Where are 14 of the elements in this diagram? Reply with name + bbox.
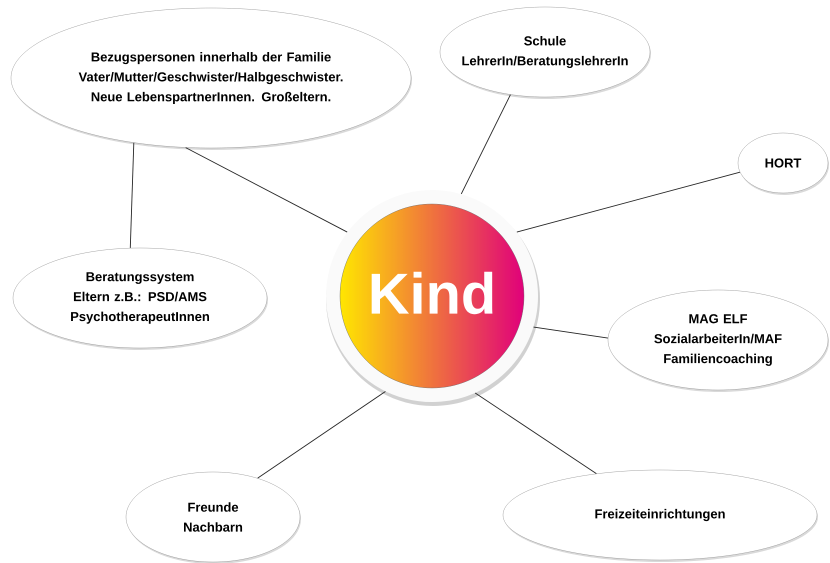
connector-line xyxy=(130,142,134,248)
ellipse-node: MAG ELF SozialarbeiterIn/MAF Familiencoaching xyxy=(608,290,829,392)
connector-line xyxy=(460,94,511,194)
connector-line xyxy=(516,172,740,233)
connector-line xyxy=(474,392,597,474)
connector-line xyxy=(185,147,348,233)
ellipse-node: Bezugspersonen innerhalb der Familie Vater/Mutter/Geschwister/Halbgeschwister. Neue LebenspartnerInnen. Großeltern. xyxy=(10,8,412,150)
ellipse-node: HORT xyxy=(738,132,829,195)
connector-line xyxy=(533,326,608,339)
ellipse-node: Schule LehrerIn/BeratungslehrerIn xyxy=(440,6,651,99)
connector-line xyxy=(257,391,386,479)
ellipse-node: Freunde Nachbarn xyxy=(126,472,301,563)
ellipse-node: Beratungssystem Eltern z.B.: PSD/AMS PsychotherapeutInnen xyxy=(12,248,268,350)
ellipse-node: Freizeiteinrichtungen xyxy=(502,470,818,562)
